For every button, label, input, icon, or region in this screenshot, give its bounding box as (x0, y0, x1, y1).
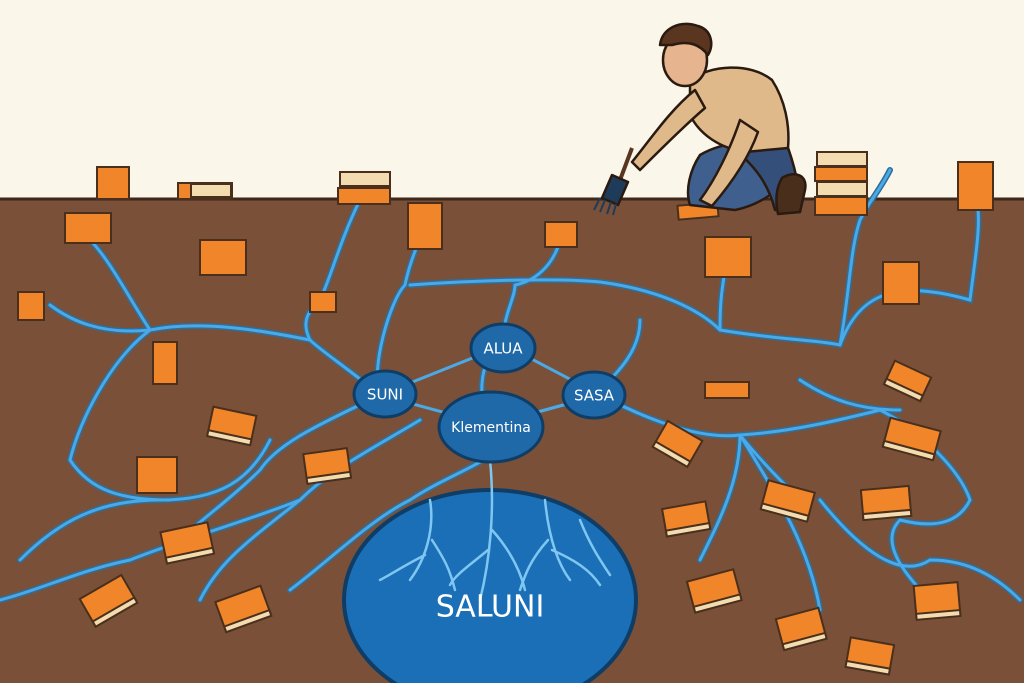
sky (0, 0, 1024, 200)
book (859, 484, 913, 522)
book-stack-left (337, 171, 391, 205)
node-suni: SUNI (352, 369, 418, 419)
book (205, 405, 258, 447)
node-alua: ALUA (469, 322, 537, 374)
book (912, 581, 962, 621)
book (685, 568, 743, 614)
book (881, 416, 942, 462)
artifact-block (957, 161, 994, 211)
buried-books (78, 182, 962, 676)
book (651, 419, 704, 469)
kneeling-person-with-brush-icon (593, 22, 807, 216)
node-sasa: SASA (561, 370, 627, 420)
book (302, 446, 353, 486)
book (177, 182, 233, 200)
artifact-block (882, 261, 920, 305)
node-klementina-label: Klementina (451, 420, 531, 436)
book (159, 521, 216, 565)
artifact-block (17, 291, 45, 321)
node-klementina: Klementina (437, 390, 545, 464)
artifact-block (544, 221, 578, 248)
artifact-block (96, 166, 130, 200)
book (78, 573, 139, 629)
book (844, 636, 896, 676)
artifact-block (64, 212, 112, 244)
pool-label: SALUNI (436, 590, 545, 625)
book (759, 479, 817, 523)
book-stack-right (814, 151, 868, 216)
book (774, 606, 828, 652)
artifact-block (199, 239, 247, 276)
node-suni-label: SUNI (367, 386, 403, 404)
book (214, 584, 273, 634)
pool-roots (378, 458, 612, 602)
artifact-block (704, 381, 750, 399)
artifact-block (407, 202, 443, 250)
artifact-block (136, 456, 178, 494)
artifact-blocks (17, 161, 994, 494)
node-alua-label: ALUA (483, 340, 523, 358)
book (882, 359, 933, 403)
saluni-pool: SALUNI (342, 458, 638, 683)
artifact-block (152, 341, 178, 385)
artifact-block (309, 291, 337, 313)
node-sasa-label: SASA (574, 387, 615, 405)
artifact-block (704, 236, 752, 278)
book (660, 500, 712, 538)
